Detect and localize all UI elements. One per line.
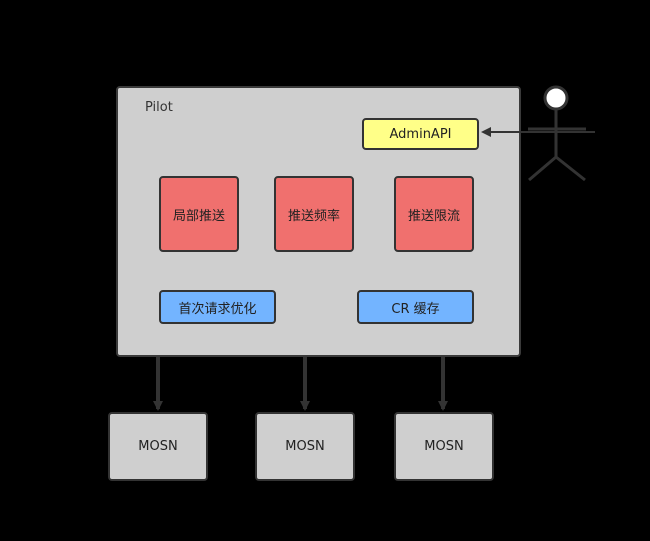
feature-box-push-throttle: 推送限流 [394, 176, 474, 252]
mosn-label: MOSN [138, 439, 178, 454]
mosn-node: MOSN [255, 412, 355, 481]
user-actor-icon [528, 85, 586, 182]
optimization-box-first-request: 首次请求优化 [159, 290, 276, 324]
mosn-label: MOSN [285, 439, 325, 454]
admin-api-box: AdminAPI [362, 118, 479, 150]
feature-label: 推送频率 [287, 208, 340, 224]
mosn-label: MOSN [424, 439, 464, 454]
optimization-box-cr-cache: CR 缓存 [357, 290, 474, 324]
mosn-node: MOSN [394, 412, 494, 481]
feature-box-partial-push: 局部推送 [159, 176, 239, 252]
optimization-label: CR 缓存 [391, 301, 440, 317]
feature-box-push-frequency: 推送频率 [274, 176, 354, 252]
feature-label: 局部推送 [172, 208, 225, 224]
optimization-label: 首次请求优化 [178, 301, 257, 317]
pilot-label: Pilot [145, 100, 173, 115]
feature-label: 推送限流 [407, 208, 460, 224]
admin-api-label: AdminAPI [389, 126, 452, 142]
mosn-node: MOSN [108, 412, 208, 481]
